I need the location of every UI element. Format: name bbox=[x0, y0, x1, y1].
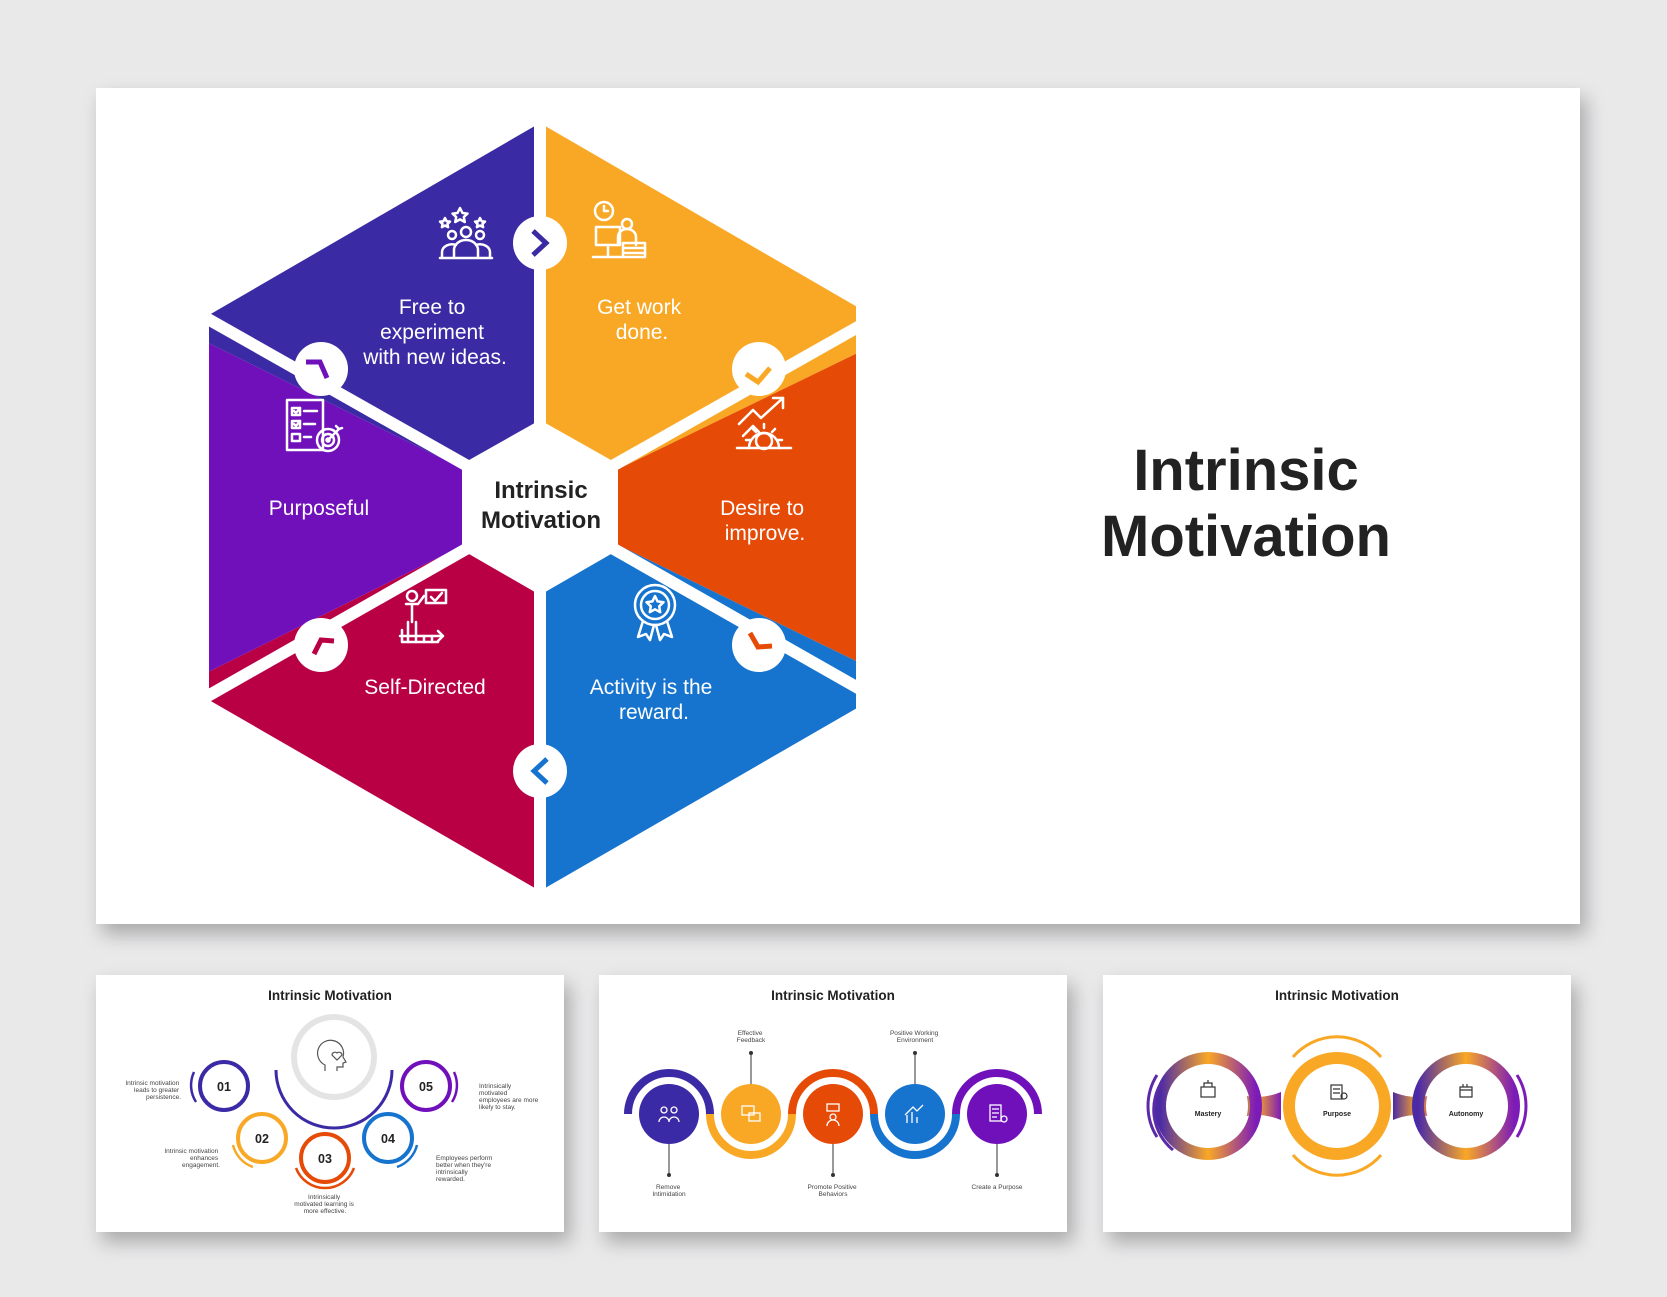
connector-top-right bbox=[732, 342, 786, 396]
thumbnail-title: Intrinsic Motivation bbox=[771, 988, 895, 1003]
feedback-icon bbox=[741, 1105, 761, 1122]
checklist-target-icon bbox=[285, 398, 344, 453]
segment-label-free: Free to experiment with new ideas. bbox=[362, 296, 507, 369]
item-text-02: Intrinsic motivation enhances engagement… bbox=[164, 1148, 220, 1169]
item-text-04: Employees perform better when they're in… bbox=[436, 1155, 494, 1183]
head-heart-icon bbox=[316, 1039, 347, 1071]
purpose-list-icon bbox=[989, 1104, 1008, 1123]
item-text-05: Intrinsically motivated employees are mo… bbox=[479, 1083, 540, 1111]
ring-label-purpose: Purpose bbox=[1323, 1111, 1351, 1118]
circle-ring bbox=[400, 1060, 452, 1112]
thumbnail-slide-1[interactable]: Intrinsic Motivation 01 02 03 bbox=[96, 975, 564, 1232]
main-slide: Intrinsic Motivation bbox=[96, 88, 1580, 924]
circle-ring bbox=[198, 1060, 250, 1112]
people-icon bbox=[658, 1106, 680, 1123]
growth-gear-icon bbox=[735, 396, 793, 451]
segment-purposeful bbox=[209, 315, 540, 700]
segment-label-get-work: Get work done. bbox=[597, 296, 687, 344]
item-number: 05 bbox=[419, 1080, 433, 1094]
wave-node-3 bbox=[803, 1084, 863, 1177]
work-clock-icon bbox=[591, 200, 647, 259]
hexagon-diagram: Intrinsic Motivation bbox=[186, 102, 856, 912]
item-text-03: Intrinsically motivated learning is more… bbox=[294, 1194, 355, 1215]
circle-ring bbox=[362, 1112, 414, 1164]
wave-label-1: Remove Intimidation bbox=[652, 1184, 686, 1198]
item-circle-04: 04 bbox=[362, 1112, 419, 1169]
ring-label-mastery: Mastery bbox=[1195, 1111, 1222, 1118]
team-stars-icon bbox=[438, 206, 494, 260]
thumbnail-slide-3[interactable]: Intrinsic Motivation bbox=[1103, 975, 1571, 1232]
segment-label-purposeful: Purposeful bbox=[269, 497, 369, 520]
center-title-line2: Motivation bbox=[481, 507, 601, 534]
wave-label-2: Effective Feedback bbox=[737, 1030, 766, 1044]
person-chat-icon bbox=[826, 1103, 840, 1127]
connector-bottom-left bbox=[294, 618, 348, 672]
ring-label-autonomy: Autonomy bbox=[1449, 1111, 1484, 1118]
connector-bottom-right bbox=[732, 618, 786, 672]
presenter-icon bbox=[398, 588, 448, 644]
wave-diagram: Remove Intimidation Effective Feedback P… bbox=[624, 1030, 1042, 1198]
wave-node-2 bbox=[721, 1051, 781, 1144]
item-number: 03 bbox=[318, 1152, 332, 1166]
item-number: 02 bbox=[255, 1132, 269, 1146]
wave-label-4: Positive Working Environment bbox=[890, 1030, 940, 1044]
item-circle-01: 01 bbox=[189, 1060, 250, 1112]
item-number: 01 bbox=[217, 1080, 231, 1094]
wave-label-3: Promote Positive Behaviors bbox=[808, 1184, 859, 1198]
growth-people-icon bbox=[904, 1104, 924, 1123]
purpose-icon bbox=[1330, 1084, 1348, 1100]
slide-title: Intrinsic Motivation bbox=[1056, 438, 1436, 570]
thumbnail-slide-2[interactable]: Intrinsic Motivation bbox=[599, 975, 1067, 1232]
item-number: 04 bbox=[381, 1132, 395, 1146]
autonomy-fist-icon bbox=[1459, 1084, 1473, 1098]
item-circle-05: 05 bbox=[400, 1060, 459, 1112]
segment-desire-to-improve bbox=[540, 315, 856, 700]
thumbnail-title: Intrinsic Motivation bbox=[1275, 988, 1399, 1003]
connector-top-left bbox=[294, 342, 348, 396]
wave-node-4 bbox=[885, 1051, 945, 1144]
award-badge-icon bbox=[633, 583, 677, 642]
ring-mastery bbox=[1146, 1052, 1262, 1160]
center-title-line1: Intrinsic bbox=[494, 477, 587, 504]
ring-purpose bbox=[1283, 1035, 1391, 1177]
item-circle-03: 03 bbox=[294, 1132, 356, 1190]
connector-bottom bbox=[513, 744, 567, 798]
slide-title-line1: Intrinsic bbox=[1133, 438, 1359, 503]
segment-label-desire: Desire to improve. bbox=[720, 497, 810, 545]
wave-node-1 bbox=[639, 1084, 699, 1177]
item-circle-02: 02 bbox=[231, 1112, 288, 1169]
wave-label-5: Create a Purpose bbox=[972, 1184, 1023, 1191]
segment-label-self-directed: Self-Directed bbox=[364, 676, 485, 699]
circle-ring bbox=[299, 1132, 351, 1184]
circles-diagram: 01 02 03 04 05 bbox=[125, 1014, 540, 1215]
circle-ring bbox=[236, 1112, 288, 1164]
mastery-icon bbox=[1200, 1080, 1216, 1098]
segment-label-activity: Activity is the reward. bbox=[590, 676, 718, 724]
connector-top bbox=[513, 216, 567, 270]
slide-title-line2: Motivation bbox=[1101, 504, 1391, 569]
linked-rings-diagram: Mastery Purpose Autonomy bbox=[1146, 1035, 1528, 1177]
wave-node-5 bbox=[967, 1084, 1027, 1177]
item-text-01: Intrinsic motivation leads to greater pe… bbox=[125, 1080, 181, 1101]
ring-autonomy bbox=[1412, 1052, 1528, 1160]
thumbnail-title: Intrinsic Motivation bbox=[268, 988, 392, 1003]
center-hexagon bbox=[462, 420, 618, 595]
